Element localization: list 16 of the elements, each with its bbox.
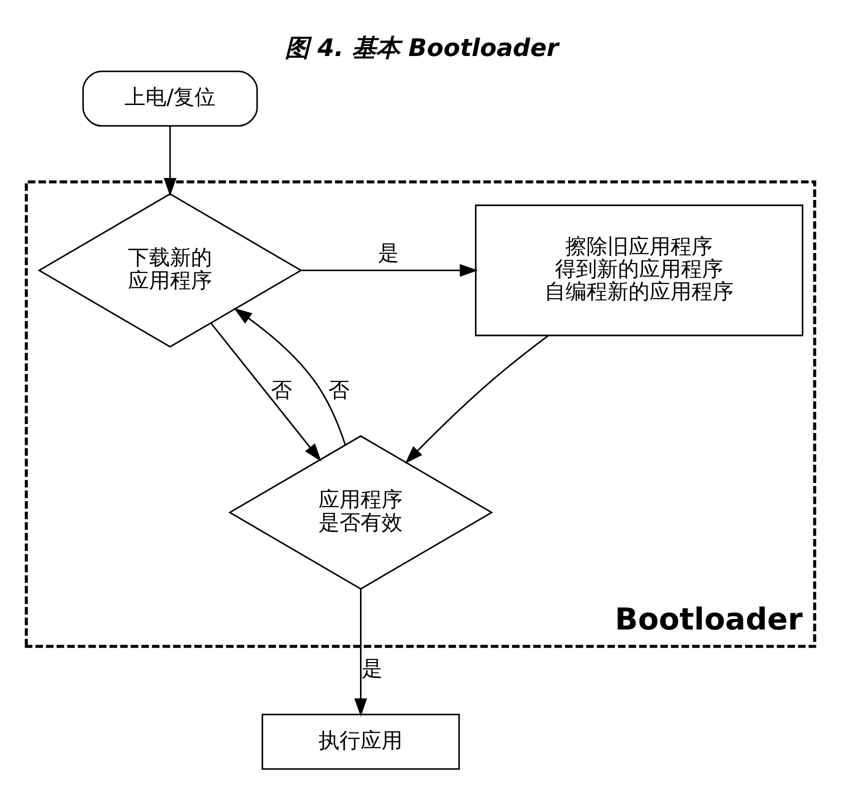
arrow <box>164 126 176 196</box>
diagram-title: 图 4. 基本 Bootloader <box>285 34 559 62</box>
node-diamond: 下载新的应用程序 <box>38 193 302 348</box>
node-box: 执行应用 <box>262 714 460 770</box>
arrow <box>354 589 368 717</box>
edge-label: 否 <box>270 377 292 402</box>
node-box: 擦除旧应用程序 得到新的应用程序 自编程新的应用程序 <box>474 204 804 336</box>
arrow <box>234 308 346 445</box>
edge-label: 是 <box>378 240 399 266</box>
node-diamond: 应用程序是否有效 <box>228 435 494 590</box>
edge-label: 否 <box>328 377 350 402</box>
arrow <box>301 264 478 277</box>
node-box: 上电/复位 <box>82 70 258 127</box>
arrow <box>210 322 322 462</box>
arrow <box>405 335 549 464</box>
edge-label: 是 <box>362 655 383 680</box>
